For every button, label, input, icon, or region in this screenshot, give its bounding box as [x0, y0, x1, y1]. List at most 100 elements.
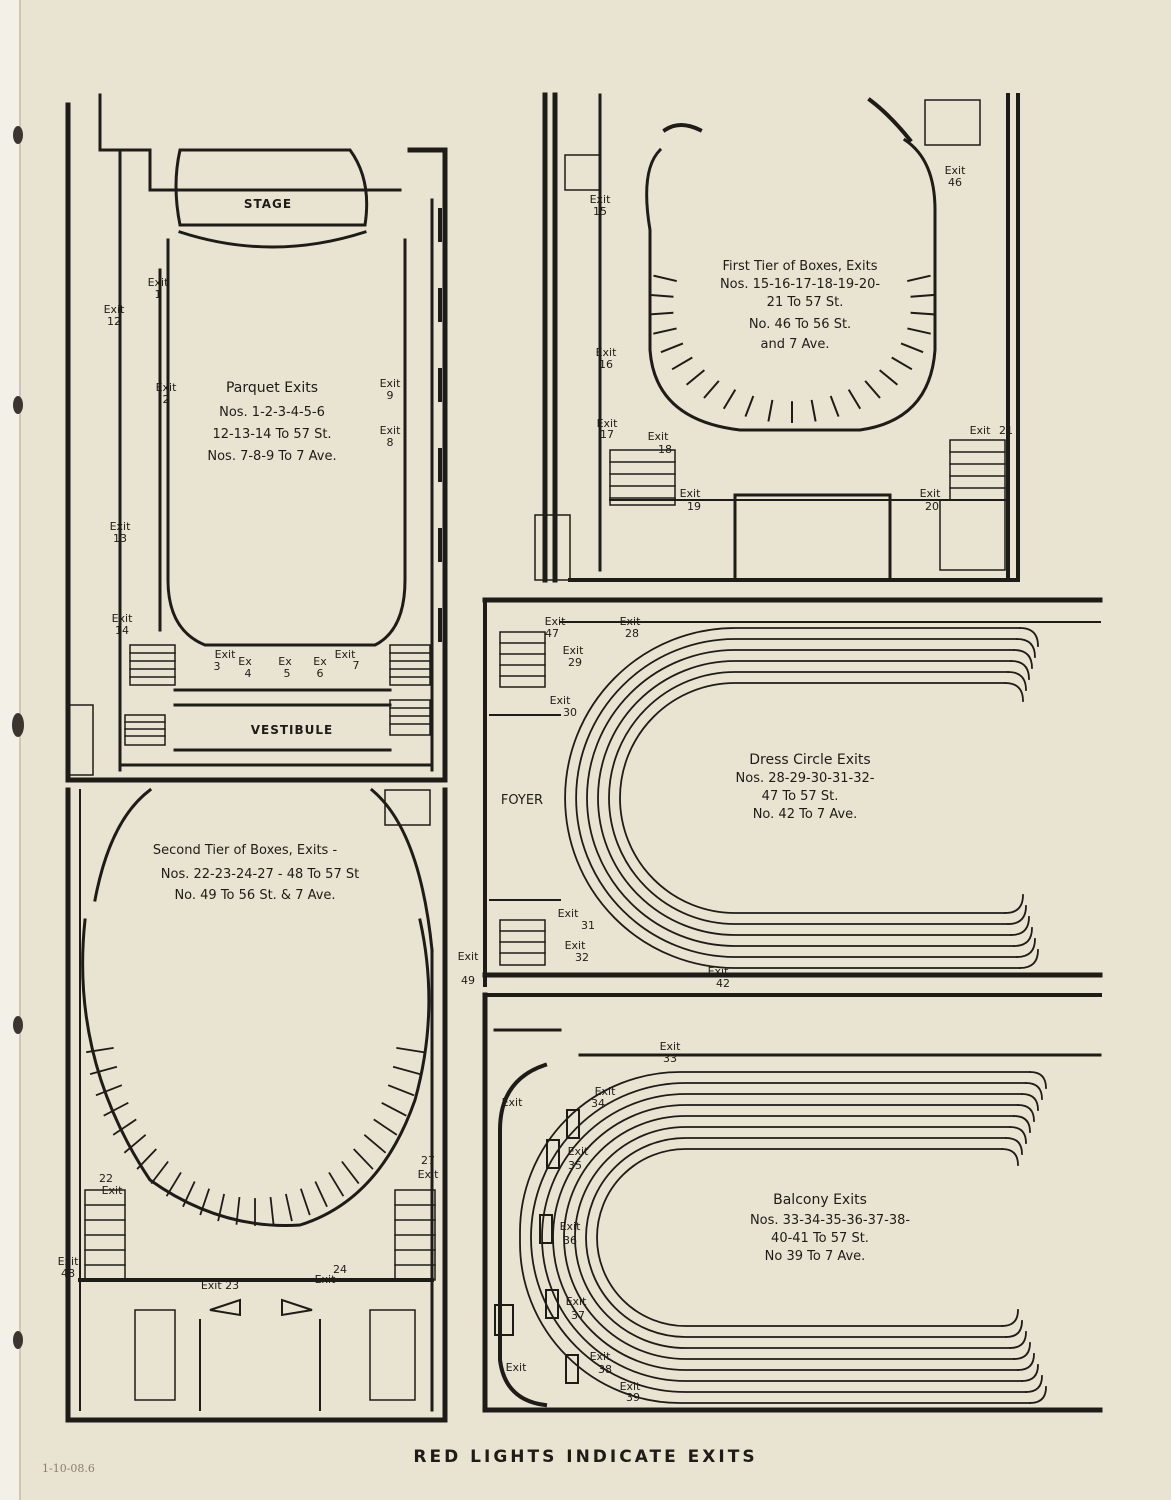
exit-number: 4	[245, 667, 252, 680]
exit-label: Exit	[680, 487, 702, 500]
seat-row	[574, 1126, 1011, 1349]
parquet-labels: STAGE VESTIBULE Parquet Exits Nos. 1-2-3…	[207, 197, 336, 737]
second-tier-labels: Second Tier of Boxes, Exits - Nos. 22-23…	[153, 843, 359, 903]
exit-number: 3	[214, 660, 221, 673]
exit-label: Exit	[506, 1361, 528, 1374]
box-tick	[136, 1148, 157, 1170]
dress-circle-line2: 47 To 57 St.	[762, 789, 839, 804]
dress-circle-plan	[482, 597, 1103, 987]
exit-label: Exit	[112, 612, 134, 625]
second-tier-title: Second Tier of Boxes, Exits -	[153, 843, 338, 858]
row-end	[1013, 649, 1033, 669]
parquet-plan	[65, 93, 448, 783]
exit-number: 21	[999, 424, 1013, 437]
exit-label: Exit	[104, 303, 126, 316]
seat-row	[541, 1093, 1023, 1382]
exit-number: 15	[593, 205, 607, 218]
exit-label: Exit	[920, 487, 942, 500]
seat-row	[585, 1137, 1007, 1338]
exit-label: Exit	[215, 648, 237, 661]
exit-number: 9	[387, 389, 394, 402]
exit-number: 30	[563, 706, 577, 719]
exit-number: 35	[568, 1159, 582, 1172]
exit-label: Ex	[238, 655, 252, 668]
seat-row	[563, 1115, 1015, 1360]
exit-number: 8	[387, 436, 394, 449]
exit-number: 20	[925, 500, 939, 513]
row-end	[1019, 627, 1039, 647]
first-tier-title: First Tier of Boxes, Exits	[723, 259, 878, 274]
box-tick	[235, 1196, 241, 1225]
row-end	[1001, 1309, 1019, 1327]
box-tick	[649, 311, 674, 316]
box-tick	[103, 1101, 129, 1117]
exit-number: 48	[61, 1267, 75, 1280]
box-tick	[660, 342, 684, 354]
box-tick	[767, 399, 774, 422]
box-tick	[879, 369, 899, 386]
parquet-line3: Nos. 7-8-9 To 7 Ave.	[207, 449, 336, 464]
box-tick	[381, 1101, 407, 1117]
exit-label: Exit	[380, 377, 402, 390]
box-tick	[165, 1171, 182, 1197]
row-end	[1004, 894, 1024, 914]
exit-label: Ex	[278, 655, 292, 668]
exit-number: 22	[99, 1172, 113, 1185]
exit-number: 49	[461, 974, 475, 987]
row-end	[1021, 1364, 1039, 1382]
box-tick	[891, 356, 913, 371]
first-tier-line4: and 7 Ave.	[761, 337, 830, 352]
exit-number: 47	[545, 627, 559, 640]
box-tick	[810, 399, 817, 422]
row-end	[1029, 1071, 1047, 1089]
seat-row	[564, 627, 1021, 969]
row-end	[1016, 938, 1036, 958]
exit-label: Exit	[148, 276, 170, 289]
parquet-title: Parquet Exits	[226, 380, 318, 396]
exit-label: Exit	[648, 430, 670, 443]
box-tick	[910, 311, 935, 316]
box-tick	[269, 1196, 275, 1225]
row-end	[1017, 1353, 1035, 1371]
row-end	[1005, 1137, 1023, 1155]
exit-label: Exit	[550, 694, 572, 707]
exit-label: Exit	[620, 1380, 642, 1393]
first-tier-labels: First Tier of Boxes, Exits Nos. 15-16-17…	[720, 259, 880, 352]
seat-row	[596, 1148, 1003, 1327]
box-tick	[300, 1188, 311, 1216]
exit-number: 36	[563, 1234, 577, 1247]
exit-label: Exit	[970, 424, 992, 437]
seat-row	[586, 649, 1015, 947]
exit-number: 16	[599, 358, 613, 371]
exit-label: Exit	[945, 164, 967, 177]
exit-number: 18	[658, 443, 672, 456]
box-tick	[864, 380, 881, 399]
seat-row	[619, 682, 1006, 914]
row-end	[1017, 1104, 1035, 1122]
exit-label: Exit	[620, 615, 642, 628]
box-tick	[847, 389, 862, 410]
row-end	[1025, 1375, 1043, 1393]
box-tick	[653, 274, 677, 283]
exit-number: 29	[568, 656, 582, 669]
exit-label: Ex	[313, 655, 327, 668]
second-tier-line2: No. 49 To 56 St. & 7 Ave.	[174, 888, 335, 903]
row-end	[1009, 1331, 1027, 1349]
exit-label: Exit	[568, 1145, 590, 1158]
box-tick	[199, 1188, 210, 1216]
box-tick	[392, 1065, 421, 1075]
exit-number: 17	[600, 428, 614, 441]
foyer-label: FOYER	[501, 793, 543, 808]
exit-label: Exit	[110, 520, 132, 533]
stage-label: STAGE	[244, 197, 292, 211]
second-tier-line1: Nos. 22-23-24-27 - 48 To 57 St	[161, 867, 359, 882]
dress-circle-line3: No. 42 To 7 Ave.	[753, 807, 858, 822]
box-tick	[182, 1181, 196, 1208]
box-tick	[284, 1193, 293, 1222]
seat-row	[530, 1082, 1027, 1393]
exit-number: 28	[625, 627, 639, 640]
box-tick	[829, 395, 840, 417]
box-tick	[328, 1171, 345, 1197]
box-tick	[649, 293, 674, 298]
exit-number: 7	[353, 659, 360, 672]
